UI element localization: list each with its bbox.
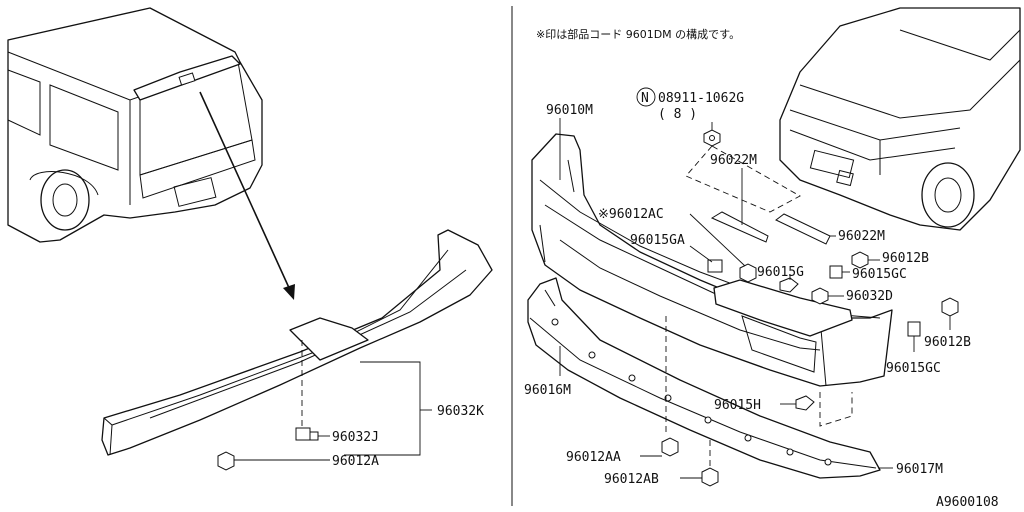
component-note: ※印は部品コード 9601DM の構成です。	[536, 27, 740, 41]
strip-96022M-lower	[775, 213, 831, 245]
figure-code: A9600108	[936, 495, 999, 510]
label-96015GA: 96015GA	[630, 233, 685, 248]
pointer-arrowhead	[283, 284, 295, 300]
clip-96015GC-upper	[829, 265, 843, 279]
label-96022M-lower: 96022M	[838, 229, 885, 244]
label-96012AA: 96012AA	[566, 450, 621, 465]
label-96010M: 96010M	[546, 103, 593, 118]
clip-96012B-lower	[941, 297, 959, 317]
bracket-96032D	[811, 287, 829, 305]
rear-van-illustration	[7, 7, 263, 243]
label-96012B-upper: 96012B	[882, 251, 929, 266]
label-96032J: 96032J	[332, 430, 379, 445]
label-08911-1062G: 08911-1062G	[658, 91, 744, 106]
spoiler-clip-96012A	[217, 451, 235, 471]
label-96022M-upper: 96022M	[710, 153, 757, 168]
label-96012AB: 96012AB	[604, 472, 659, 487]
rear-spoiler-96032K	[101, 229, 493, 456]
label-96032K: 96032K	[437, 404, 484, 419]
clip-96012B-upper	[851, 251, 869, 269]
clip-96015GC-lower	[907, 321, 921, 337]
label-96012AC: ※96012AC	[598, 207, 664, 222]
label-96032D: 96032D	[846, 289, 893, 304]
front-van-illustration	[779, 7, 1021, 231]
clip-96012AC	[739, 263, 757, 283]
reinforcement-dash	[819, 392, 853, 427]
leader-96032K	[344, 361, 421, 456]
pointer-arrow-line	[199, 91, 291, 291]
nut-symbol: N	[641, 91, 649, 106]
label-96012B-lower: 96012B	[924, 335, 971, 350]
strip-96022M-upper	[710, 211, 769, 243]
nut-symbol-circle	[636, 87, 656, 107]
label-nut-qty: ( 8 )	[658, 107, 697, 122]
leader-96012AC	[689, 213, 746, 267]
clip-96015H	[795, 395, 815, 411]
clip-96012AB	[701, 467, 719, 487]
clip-96015GA	[707, 259, 723, 273]
nut-08911-1062G	[703, 129, 721, 147]
label-96012A: 96012A	[332, 454, 379, 469]
clip-96012AA	[661, 437, 679, 457]
label-96015GC-lower: 96015GC	[886, 361, 941, 376]
leader-96015GA	[689, 245, 713, 263]
bumper-reinforcement	[713, 279, 853, 337]
label-96015GC-upper: 96015GC	[852, 267, 907, 282]
clip-96015G	[779, 277, 799, 293]
label-96016M: 96016M	[524, 383, 571, 398]
spoiler-bracket-96032J	[295, 427, 319, 441]
lower-panel-96016M	[527, 277, 881, 479]
label-96015H: 96015H	[714, 398, 761, 413]
strip-group-dash	[685, 145, 801, 213]
label-96017M: 96017M	[896, 462, 943, 477]
label-96015G: 96015G	[757, 265, 804, 280]
